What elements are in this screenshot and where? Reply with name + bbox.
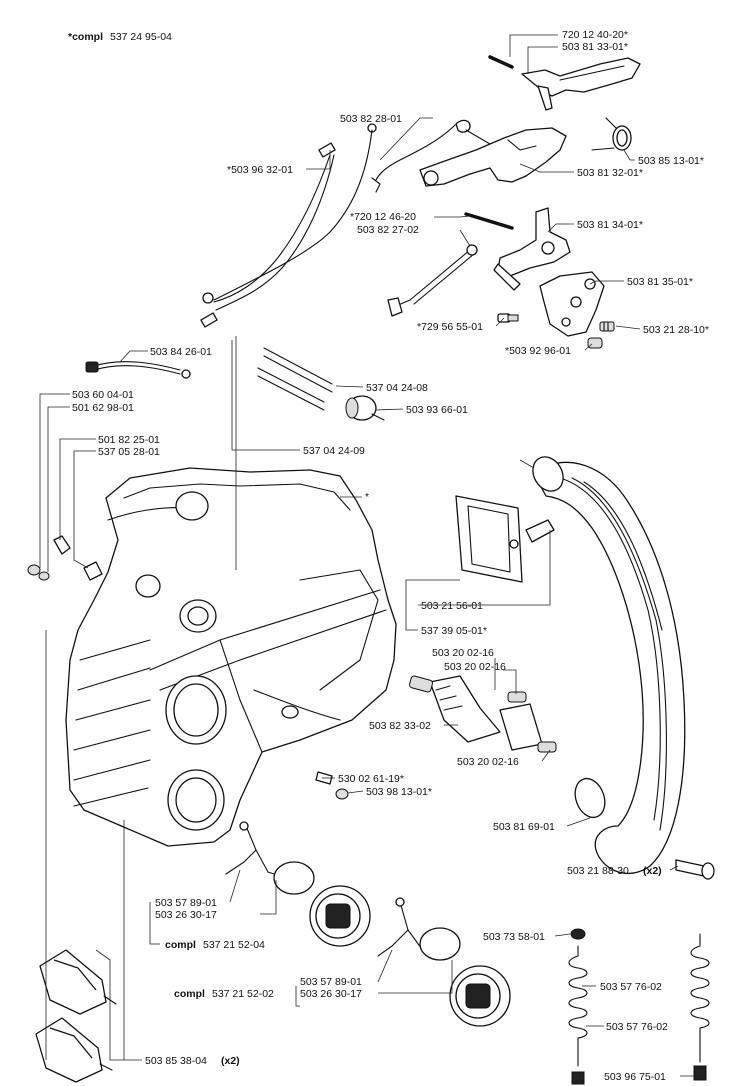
label-503-20-02-16-c: 503 20 02-16 [457, 756, 519, 768]
short-wire-part [85, 361, 191, 379]
label-537-05-28-01: 537 05 28-01 [98, 446, 160, 458]
label-720-12-40-20: 720 12 40-20* [562, 29, 628, 41]
sleeve-part [587, 337, 603, 349]
label-537-04-24-08: 537 04 24-08 [366, 382, 428, 394]
rubber-dampers-part [35, 949, 117, 1083]
label-503-20-02-16-a: 503 20 02-16 [432, 647, 494, 659]
leader-lines [39, 34, 700, 1077]
label-503-98-13-01: 503 98 13-01* [366, 786, 432, 798]
small-fittings-part [27, 535, 103, 581]
screw-part-2 [599, 321, 615, 332]
label-503-96-32-01: *503 96 32-01 [227, 164, 293, 176]
spacer-assembly-part [408, 675, 557, 753]
front-handle-part [532, 456, 686, 875]
label-530-02-61-19: 530 02 61-19* [338, 773, 404, 785]
label-503-21-28-10: 503 21 28-10* [643, 324, 709, 336]
label-537-39-05-01: 537 39 05-01* [421, 625, 487, 637]
header-compl-number: 537 24 95-04 [110, 31, 172, 43]
label-720-12-46-20: *720 12 46-20 [350, 211, 416, 223]
label-503-81-69-01: 503 81 69-01 [493, 821, 555, 833]
springs-part [568, 928, 710, 1085]
bracket-part [539, 271, 605, 337]
label-503-82-28-01: 503 82 28-01 [340, 113, 402, 125]
long-screw-part [675, 859, 715, 880]
label-compl-a-prefix: compl [165, 939, 196, 951]
pin-part-2 [464, 212, 514, 230]
label-503-85-38-04: 503 85 38-04 [145, 1055, 207, 1067]
header-compl-prefix: *compl [68, 31, 103, 43]
label-503-21-56-01: 503 21 56-01 [421, 600, 483, 612]
label-compl-b-prefix: compl [174, 988, 205, 1000]
label-503-73-58-01: 503 73 58-01 [483, 931, 545, 943]
label-x2-b: (x2) [221, 1055, 240, 1067]
cap-assembly-2-part [377, 897, 511, 1027]
throttle-trigger-part [419, 119, 567, 187]
label-503-57-89-01-a: 503 57 89-01 [155, 897, 217, 909]
pin-part [488, 55, 514, 69]
label-503-84-26-01: 503 84 26-01 [150, 346, 212, 358]
filter-part [455, 495, 555, 583]
label-503-81-35-01: 503 81 35-01* [627, 276, 693, 288]
throttle-rod-part [387, 244, 478, 317]
label-503-82-27-02: 503 82 27-02 [357, 224, 419, 236]
spring-part [591, 117, 632, 151]
label-503-81-34-01: 503 81 34-01* [577, 219, 643, 231]
fuel-hoses-part [257, 347, 333, 411]
label-503-82-33-02: 503 82 33-02 [369, 720, 431, 732]
label-729-56-55-01: *729 56 55-01 [417, 321, 483, 333]
label-503-60-04-01: 503 60 04-01 [72, 389, 134, 401]
screw-part [497, 313, 519, 323]
label-503-85-13-01: 503 85 13-01* [638, 155, 704, 167]
label-503-81-32-01: 503 81 32-01* [577, 167, 643, 179]
label-503-57-76-02-a: 503 57 76-02 [600, 981, 662, 993]
label-503-57-89-01-b: 503 57 89-01 [300, 976, 362, 988]
label-501-82-25-01: 501 82 25-01 [98, 434, 160, 446]
cable-harness-part [200, 129, 373, 328]
label-503-57-76-02-b: 503 57 76-02 [606, 1021, 668, 1033]
cap-assembly-1-part [225, 821, 371, 947]
label-compl-a-number: 537 21 52-04 [203, 939, 265, 951]
lever-part [493, 207, 571, 291]
label-503-96-75-01: 503 96 75-01 [604, 1071, 666, 1083]
label-503-21-88-30: 503 21 88-30 [567, 865, 629, 877]
label-503-93-66-01: 503 93 66-01 [406, 404, 468, 416]
label-503-20-02-16-b: 503 20 02-16 [444, 661, 506, 673]
label-compl-b-number: 537 21 52-02 [212, 988, 274, 1000]
label-503-81-33-01: 503 81 33-01* [562, 41, 628, 53]
label-503-26-30-17-b: 503 26 30-17 [300, 988, 362, 1000]
throttle-lockout-part [521, 57, 641, 111]
label-503-92-96-01: *503 92 96-01 [505, 345, 571, 357]
primer-bulb-part [345, 395, 385, 421]
label-star: * [365, 491, 369, 503]
label-537-04-24-09: 537 04 24-09 [303, 445, 365, 457]
label-501-62-98-01: 501 62 98-01 [72, 402, 134, 414]
label-503-26-30-17-a: 503 26 30-17 [155, 909, 217, 921]
tank-housing-part [65, 467, 397, 847]
label-x2-a: (x2) [643, 865, 662, 877]
